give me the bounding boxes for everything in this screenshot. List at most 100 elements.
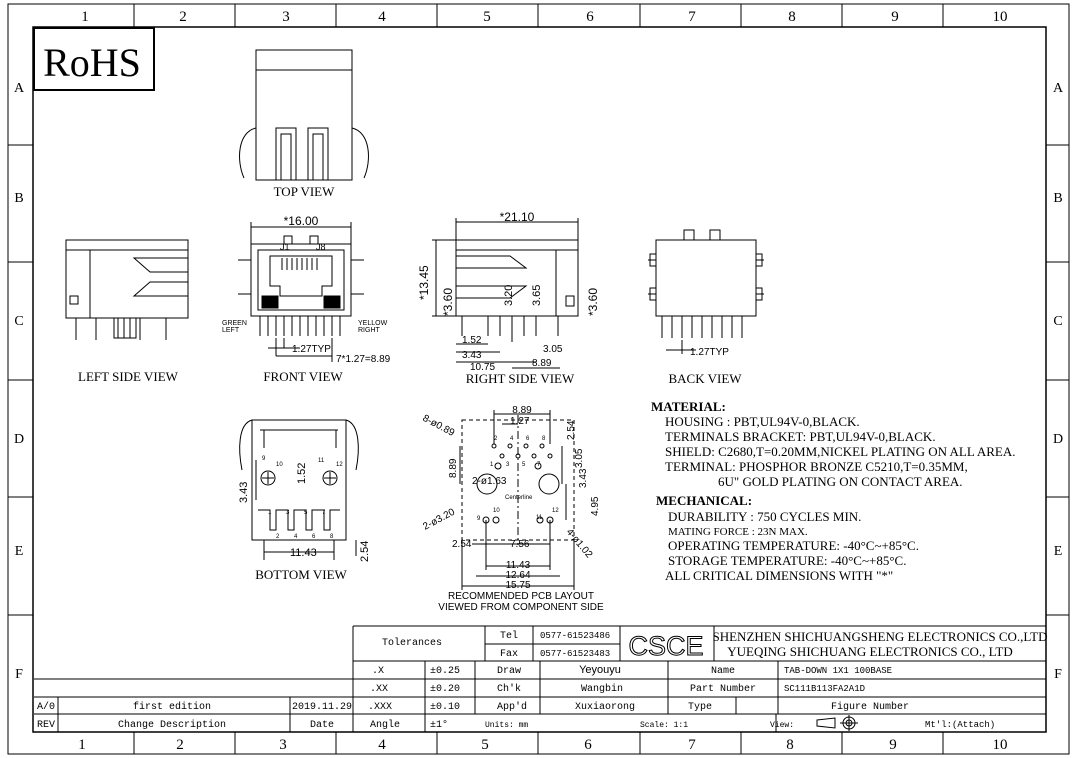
fax-label: Fax xyxy=(500,649,518,660)
scale-label: Scale: 1:1 xyxy=(640,721,688,730)
rohs-box xyxy=(33,27,155,91)
right-d1-dim: 1.52 xyxy=(462,335,482,346)
pcb-pin-label: 11 xyxy=(536,515,543,521)
chk-label: Ch'k xyxy=(497,683,521,695)
col-label: 5 xyxy=(483,9,491,25)
tol-key: .XXX xyxy=(368,702,392,713)
front-width-dim: *16.00 xyxy=(284,214,319,228)
col-label: 4 xyxy=(378,737,386,753)
row-label: C xyxy=(14,314,23,329)
col-label: 7 xyxy=(688,737,696,753)
left-side-view xyxy=(65,239,189,340)
pcb-dim: 11.43 xyxy=(506,560,531,571)
pcb-pin-label: 7 xyxy=(537,462,541,468)
col-label: 8 xyxy=(788,9,796,25)
col-label: 4 xyxy=(378,9,386,25)
bottom-d1-dim: 3.43 xyxy=(238,482,250,503)
pcb-pin-label: 8 xyxy=(542,436,546,442)
pcb-dim: 1.27 xyxy=(510,416,530,427)
row-label: C xyxy=(1053,314,1062,329)
tol-value: ±0.10 xyxy=(430,702,460,713)
column-labels: 1 2 3 4 5 6 7 8 9 10 1 2 3 4 5 6 7 8 9 1… xyxy=(78,9,1007,753)
pcb-hole-note: 4-ø1.02 xyxy=(564,527,595,561)
type-label: Type xyxy=(688,702,712,713)
bottom-view xyxy=(239,419,359,560)
front-view-caption: FRONT VIEW xyxy=(263,369,343,384)
material-line: HOUSING : PBT,UL94V-0,BLACK. xyxy=(665,414,860,429)
front-green-label: GREEN xyxy=(222,320,247,327)
col-label: 5 xyxy=(481,737,489,753)
right-side-view xyxy=(432,218,579,369)
pcb-dim: 7.56 xyxy=(510,539,530,550)
tolerances-label: Tolerances xyxy=(382,637,442,649)
row-label: A xyxy=(1053,81,1064,96)
mechanical-line: STORAGE TEMPERATURE: -40°C~+85°C. xyxy=(668,553,906,568)
pcb-pin-label: 3 xyxy=(506,462,510,468)
front-yellow-label: YELLOW xyxy=(358,320,388,327)
row-label: D xyxy=(14,432,24,447)
pcb-caption-2: VIEWED FROM COMPONENT SIDE xyxy=(438,602,604,613)
grid-ticks xyxy=(8,4,1069,754)
pcb-dim: 4.95 xyxy=(590,496,601,516)
rev-header: REV xyxy=(37,720,55,731)
name-value: TAB-DOWN 1X1 100BASE xyxy=(784,666,892,676)
material-line: TERMINALS BRACKET: PBT,UL94V-0,BLACK. xyxy=(665,429,936,444)
pcb-centerline-label: Centerline xyxy=(505,495,533,501)
tol-value: ±0.20 xyxy=(430,684,460,695)
right-width-dim: *21.10 xyxy=(500,210,535,224)
top-view xyxy=(239,49,369,181)
bottom-pin-label: 12 xyxy=(336,462,343,468)
rev-date: 2019.11.29 xyxy=(292,702,352,713)
pcb-dim: 12.64 xyxy=(505,570,530,581)
front-view xyxy=(238,222,364,362)
material-attach-label: Mt'l:(Attach) xyxy=(925,720,995,730)
row-label: D xyxy=(1053,432,1063,447)
col-label: 7 xyxy=(688,9,696,25)
right-d3-dim: 10.75 xyxy=(470,362,495,373)
row-labels: A B C D E F A B C D E F xyxy=(14,81,1064,682)
col-label: 9 xyxy=(891,9,899,25)
bottom-view-labels: 3.43 1.52 11.43 2.54 10 11 12 9 2 4 6 8 … xyxy=(238,456,371,562)
units-label: Units: mm xyxy=(485,721,528,730)
row-label: E xyxy=(15,544,24,559)
row-label: B xyxy=(14,191,23,206)
right-height-dim: *13.45 xyxy=(417,265,431,300)
bottom-d4-dim: 2.54 xyxy=(359,541,371,562)
tel-value: 0577-61523486 xyxy=(540,631,610,641)
mechanical-line: OPERATING TEMPERATURE: -40°C~+85°C. xyxy=(668,538,919,553)
pcb-hole-note: 2-ø3.20 xyxy=(421,507,457,533)
col-label: 3 xyxy=(279,737,287,753)
right-h3-dim: 3.65 xyxy=(531,285,543,306)
top-view-caption: TOP VIEW xyxy=(274,184,336,199)
front-j1-label: J1 xyxy=(280,242,290,252)
back-view-caption: BACK VIEW xyxy=(668,371,742,386)
bottom-d2-dim: 1.52 xyxy=(296,463,308,484)
pcb-hole-note: 2-ø1.63 xyxy=(472,476,507,487)
rev-code: A/0 xyxy=(37,701,55,713)
pcb-pin-label: 2 xyxy=(494,436,498,442)
row-label: F xyxy=(1054,667,1062,682)
view-label: View: xyxy=(770,721,794,730)
pcb-dim: 2.54 xyxy=(566,420,577,440)
bottom-pin-label: 4 xyxy=(294,534,298,540)
row-label: A xyxy=(14,81,25,96)
row-label: F xyxy=(15,667,23,682)
company-name-1: SHENZHEN SHICHUANGSHENG ELECTRONICS CO.,… xyxy=(713,629,1048,644)
front-j8-label: J8 xyxy=(316,242,326,252)
col-label: 2 xyxy=(179,9,187,25)
title-block: Tolerances .X ±0.25 .XX ±0.20 .XXX ±0.10… xyxy=(37,629,1048,731)
bottom-pin-label: 2 xyxy=(276,534,280,540)
front-left-label: LEFT xyxy=(222,327,240,334)
right-h1-dim: *3.60 xyxy=(441,288,455,316)
figure-label: Figure Number xyxy=(831,701,909,713)
back-view xyxy=(648,229,764,354)
appd-value: Xuxiaorong xyxy=(575,701,635,713)
pcb-pin-label: 4 xyxy=(510,436,514,442)
pcb-pin-label: 5 xyxy=(522,462,526,468)
bottom-pin-label: 9 xyxy=(262,456,266,462)
col-label: 9 xyxy=(889,737,897,753)
right-d2-dim: 3.43 xyxy=(462,350,482,361)
title-block-grid xyxy=(34,625,1046,732)
part-value: SC111B113FA2A1D xyxy=(784,684,865,694)
spec-notes: MATERIAL: HOUSING : PBT,UL94V-0,BLACK. T… xyxy=(651,399,1016,583)
